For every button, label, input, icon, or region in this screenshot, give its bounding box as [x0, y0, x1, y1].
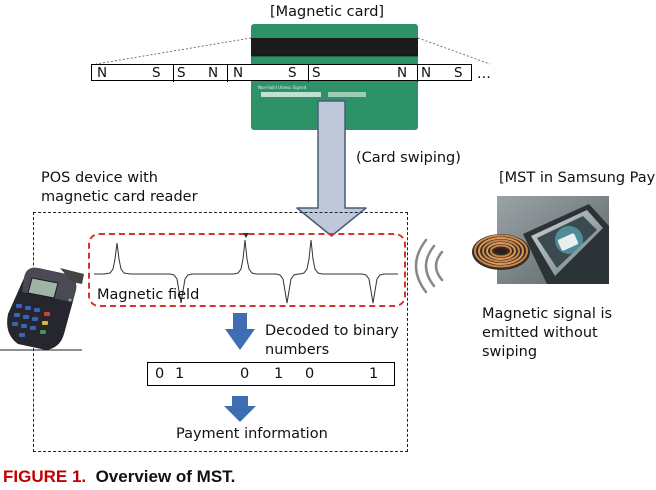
- figure-label: FIGURE 1.: [3, 467, 87, 486]
- pole-right: S: [152, 65, 161, 81]
- magnet-segment-5: N S: [418, 65, 471, 82]
- binary-digit: 1: [175, 366, 185, 382]
- pole-right: S: [454, 65, 463, 81]
- magnetic-field-waveform: [94, 233, 398, 304]
- magnet-segment-3: N S: [228, 65, 309, 82]
- binary-digit: 1: [274, 366, 284, 382]
- binary-digit: 0: [155, 366, 165, 382]
- card-stripe: [251, 38, 418, 56]
- payment-information-label: Payment information: [176, 426, 328, 442]
- magnet-segment-1: N S: [92, 65, 174, 82]
- pole-left: S: [177, 65, 186, 81]
- card-swiping-label: (Card swiping): [356, 150, 461, 166]
- pole-right: S: [288, 65, 297, 81]
- magnet-segment-4: S N: [309, 65, 418, 82]
- pole-left: N: [97, 65, 108, 81]
- card-fine-print: Non-Valid Unless Signed: [258, 85, 307, 90]
- pole-right: N: [208, 65, 219, 81]
- stripe-closeup: N S S N N S S N N S: [91, 64, 472, 82]
- pos-device-label: POS device with magnetic card reader: [41, 170, 198, 205]
- magnet-segment-2: S N: [174, 65, 228, 82]
- pos-terminal-icon: [0, 267, 84, 351]
- pole-left: N: [233, 65, 244, 81]
- signal-waves-icon: [414, 238, 444, 294]
- binary-digit: 0: [305, 366, 315, 382]
- figure-title: Overview of MST.: [95, 467, 236, 486]
- mst-coil-icon: [472, 234, 530, 270]
- mst-samsung-pay-label: [MST in Samsung Pay]: [499, 170, 656, 186]
- swipe-arrow: [296, 100, 367, 237]
- pole-left: S: [312, 65, 321, 81]
- figure-caption: FIGURE 1. Overview of MST.: [3, 467, 235, 487]
- binary-digit: 0: [240, 366, 250, 382]
- magnetic-field-label: Magnetic field: [97, 287, 200, 303]
- pole-right: N: [397, 65, 408, 81]
- decode-arrow: [225, 313, 255, 350]
- binary-digit: 1: [369, 366, 379, 382]
- pole-left: N: [421, 65, 432, 81]
- magnetic-card-label: [Magnetic card]: [270, 4, 385, 20]
- stripe-ellipsis: ...: [477, 66, 491, 82]
- magnetic-signal-label: Magnetic signal is emitted without swipi…: [482, 306, 613, 360]
- decoded-label: Decoded to binary numbers: [265, 323, 399, 358]
- payment-arrow: [224, 396, 256, 422]
- binary-box: 0 1 0 1 0 1: [147, 362, 395, 386]
